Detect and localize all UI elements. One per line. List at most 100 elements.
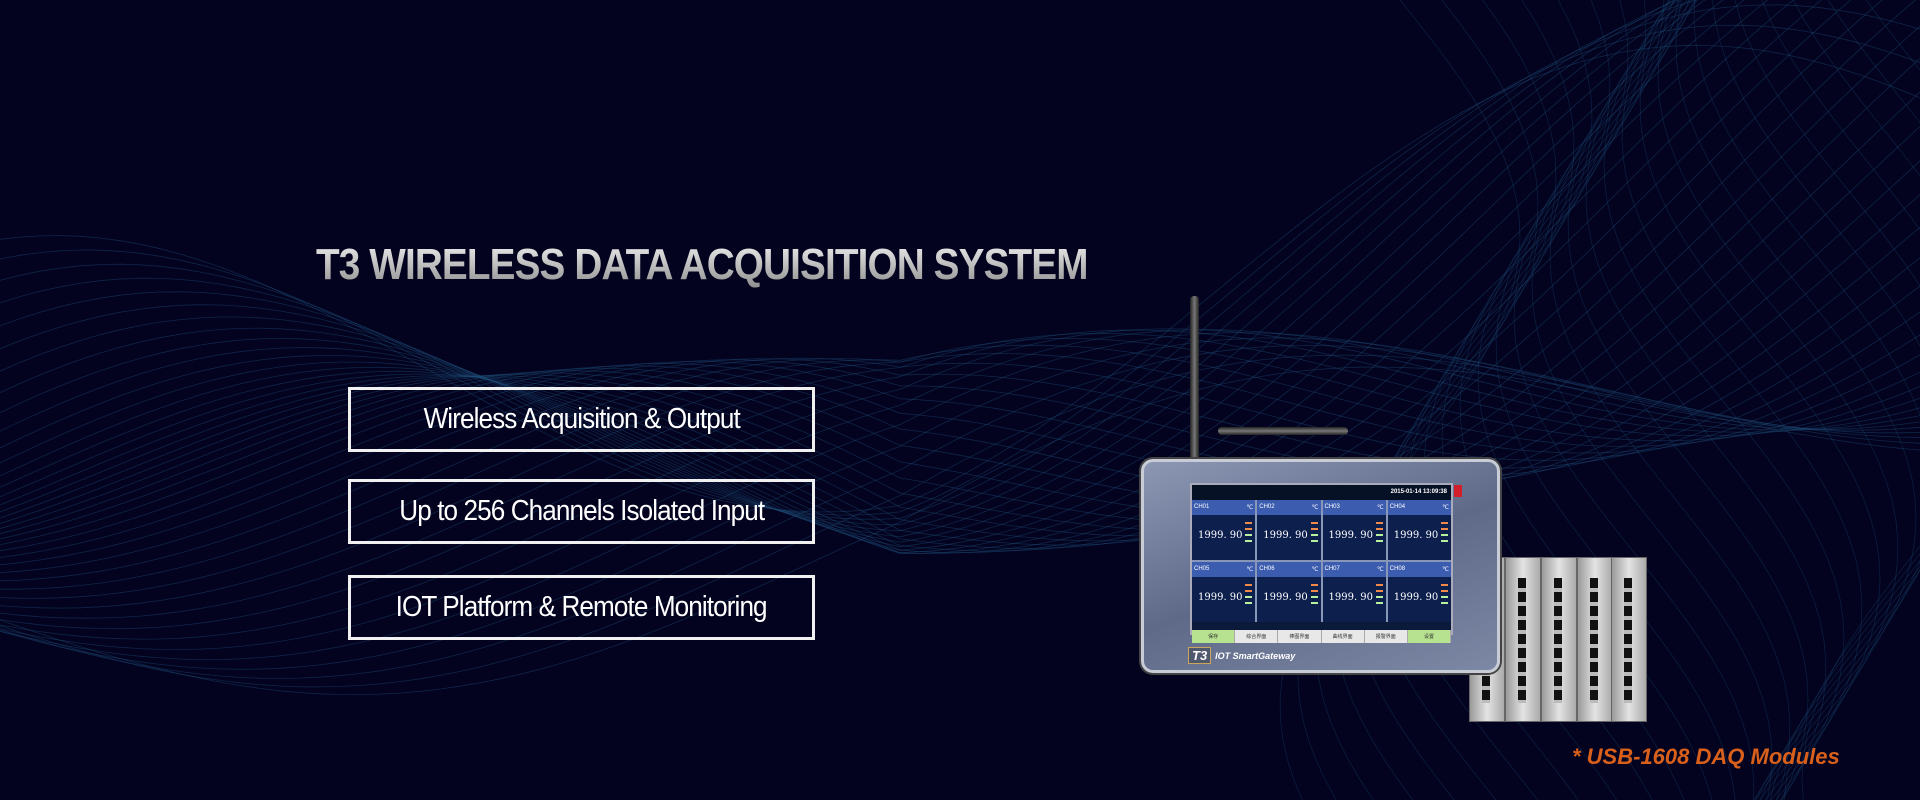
channel-cell: CH06 ℃ 1999. 90 — [1257, 562, 1321, 622]
screen-button: 曲线界面 — [1322, 630, 1365, 643]
wave-line — [0, 0, 1916, 542]
wave-line — [1760, 0, 1920, 800]
channel-name: CH01 — [1194, 504, 1210, 510]
channel-name: CH02 — [1259, 504, 1275, 510]
screen-datetime: 2015-01-14 13:09:38 — [1192, 485, 1451, 500]
channel-value: 1999. 90 — [1328, 592, 1374, 603]
feature-label: Wireless Acquisition & Output — [423, 403, 740, 435]
wave-line — [0, 91, 1920, 529]
modules-caption: * USB-1608 DAQ Modules — [1572, 744, 1840, 769]
unit-label: ℃ — [1311, 567, 1319, 573]
channel-value: 1999. 90 — [1198, 530, 1243, 541]
unit-label: ℃ — [1246, 567, 1254, 573]
channel-value: 1999. 90 — [1198, 592, 1243, 603]
screen-button-bar: 保存综合界面棒图界面曲线界面报警界面设置 — [1192, 630, 1452, 643]
channel-name: CH03 — [1324, 504, 1340, 510]
wave-line — [0, 0, 1691, 548]
unit-label: ℃ — [1311, 505, 1319, 511]
wave-line — [1603, 0, 1845, 800]
unit-label: ℃ — [1442, 567, 1449, 573]
wave-line — [0, 329, 1920, 650]
wave-line — [0, 0, 1679, 532]
wave-line — [0, 0, 1676, 538]
wave-line — [0, 337, 1920, 670]
level-bars-icon — [1245, 584, 1253, 608]
feature-box-channels: Up to 256 Channels Isolated Input — [348, 479, 815, 544]
wave-line — [1657, 0, 1899, 800]
wave-line — [0, 194, 1920, 545]
wave-line — [0, 0, 1681, 543]
wave-line — [1531, 0, 1773, 800]
channel-cell: CH04 ℃ 1999. 90 — [1387, 500, 1451, 560]
level-bars-icon — [1441, 522, 1448, 546]
wave-line — [0, 257, 1920, 558]
channel-name: CH05 — [1194, 566, 1210, 572]
screen-button: 报警界面 — [1365, 630, 1408, 643]
wave-line — [1639, 0, 1881, 800]
wave-line — [0, 0, 1706, 551]
unit-label: ℃ — [1442, 505, 1449, 511]
channel-value: 1999. 90 — [1263, 530, 1308, 541]
level-bars-icon — [1375, 522, 1383, 546]
brand-sub: IOT SmartGateway — [1215, 650, 1296, 661]
wave-line — [0, 285, 1920, 566]
wave-line — [0, 126, 1920, 535]
channel-cell: CH05 ℃ 1999. 90 — [1192, 562, 1256, 622]
channel-name: CH06 — [1259, 566, 1275, 572]
wave-line — [1734, 0, 1920, 800]
wave-line — [1567, 0, 1809, 800]
wave-line — [0, 354, 1920, 688]
wave-line — [0, 0, 1699, 526]
wave-line — [0, 353, 1920, 590]
wave-line — [1621, 0, 1863, 800]
wave-line — [1675, 0, 1917, 800]
horizontal-antenna — [1218, 427, 1348, 435]
feature-box-iot: IOT Platform & Remote Monitoring — [348, 575, 815, 640]
wave-line — [0, 332, 1920, 619]
wave-line — [0, 0, 1769, 554]
wave-line — [0, 4, 1920, 520]
wave-line — [1801, 0, 1920, 800]
wave-line — [1783, 0, 1920, 800]
wave-line — [0, 344, 1920, 599]
channel-name: CH04 — [1389, 504, 1406, 510]
wave-line — [0, 345, 1920, 679]
level-bars-icon — [1310, 584, 1318, 608]
screen-button: 保存 — [1192, 630, 1236, 643]
unit-label: ℃ — [1377, 505, 1384, 511]
level-bars-icon — [1310, 522, 1318, 546]
channel-value: 1999. 90 — [1393, 530, 1439, 541]
wave-line — [0, 0, 1745, 555]
wave-line — [1549, 0, 1791, 800]
channel-cell: CH07 ℃ 1999. 90 — [1322, 562, 1386, 622]
wave-line — [0, 0, 1883, 546]
wave-line — [0, 0, 1794, 554]
vertical-antenna — [1190, 296, 1199, 466]
feature-label: Up to 256 Channels Isolated Input — [399, 495, 765, 527]
page-title: T3 WIRELESS DATA ACQUISITION SYSTEM — [316, 240, 1088, 289]
channel-value: 1999. 90 — [1393, 592, 1439, 603]
wave-line — [1693, 0, 1920, 800]
wave-line — [1769, 0, 1920, 800]
brand-flag-icon — [1454, 485, 1462, 497]
channel-cell: CH02 ℃ 1999. 90 — [1257, 500, 1321, 560]
wave-line — [0, 328, 1920, 640]
channel-name: CH07 — [1324, 566, 1340, 572]
feature-box-wireless: Wireless Acquisition & Output — [348, 387, 815, 452]
wave-line — [0, 0, 1822, 552]
unit-label: ℃ — [1377, 567, 1384, 573]
wave-line — [0, 44, 1920, 513]
level-bars-icon — [1245, 522, 1253, 546]
wave-line — [0, 337, 1920, 609]
wave-line — [0, 334, 1920, 582]
channel-value: 1999. 90 — [1263, 592, 1308, 603]
wave-line — [1495, 0, 1736, 800]
wave-line — [1585, 0, 1827, 800]
channel-name: CH08 — [1389, 566, 1406, 572]
